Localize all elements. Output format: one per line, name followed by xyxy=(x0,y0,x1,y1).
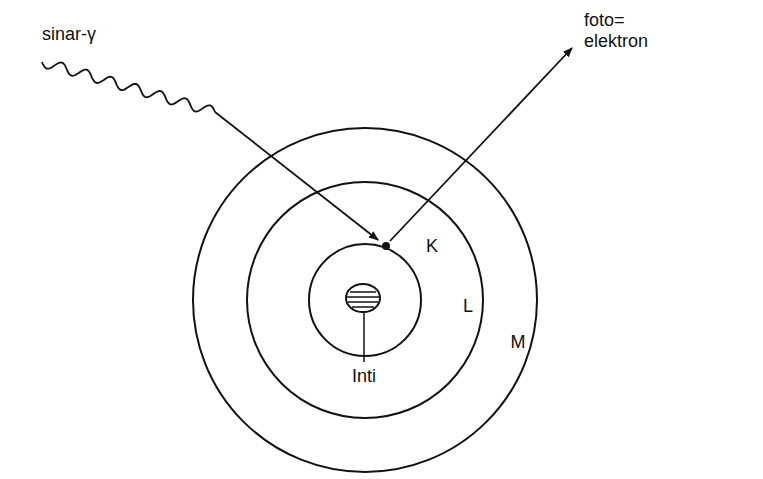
photoelectron-path xyxy=(390,48,572,241)
part-label: Inti xyxy=(350,366,378,387)
gamma-wave xyxy=(42,62,215,112)
gamma-ray xyxy=(215,112,378,240)
particle-label: foto= elektron xyxy=(582,10,666,51)
electron xyxy=(382,242,390,250)
shell-label: M xyxy=(509,332,528,353)
l-shell xyxy=(247,182,483,418)
m-shell xyxy=(193,128,537,472)
ray-label: sinar-γ xyxy=(40,24,98,45)
shell-label: L xyxy=(461,296,475,317)
nucleus xyxy=(346,284,380,312)
leader-line xyxy=(363,313,365,362)
shell-label: K xyxy=(424,236,440,257)
k-shell xyxy=(309,244,421,356)
